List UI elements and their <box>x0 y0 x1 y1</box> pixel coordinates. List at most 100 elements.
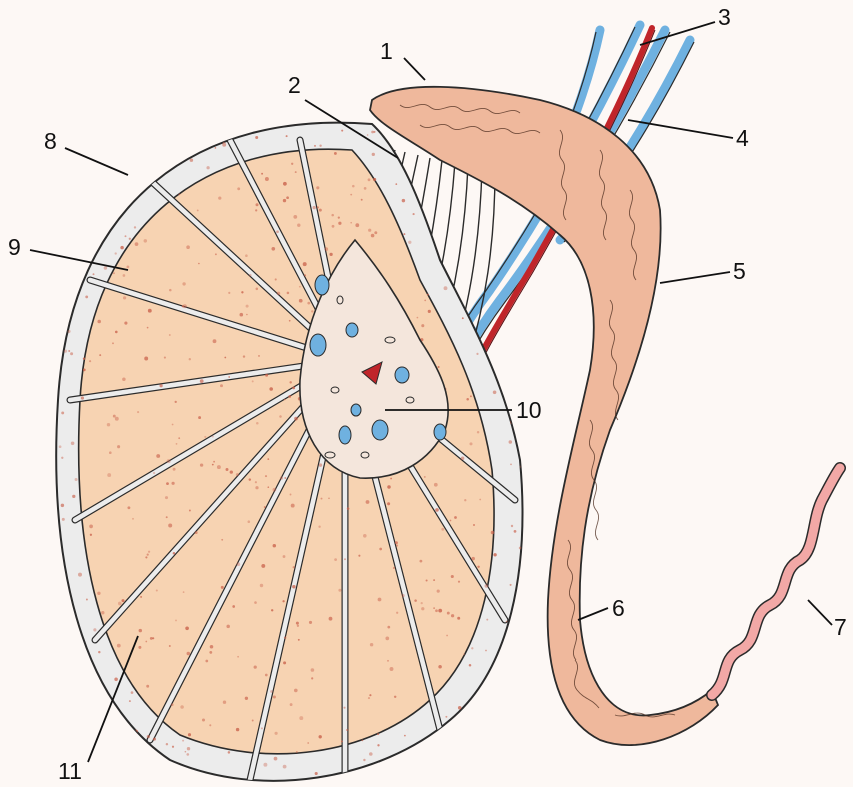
tubule-speckle <box>395 541 398 544</box>
tubule-speckle <box>252 720 254 722</box>
callout-7: 7 <box>834 616 847 639</box>
tubule-speckle <box>179 194 181 196</box>
tubule-speckle <box>315 772 318 775</box>
tubule-speckle <box>255 486 258 489</box>
tubule-speckle <box>200 379 204 383</box>
tubule-speckle <box>135 242 139 246</box>
tubule-speckle <box>156 589 158 591</box>
tubule-speckle <box>476 745 479 748</box>
tubule-speckle <box>78 640 82 644</box>
tubule-speckle <box>246 305 249 308</box>
tubule-speckle <box>256 203 259 206</box>
tubule-speckle <box>123 296 126 299</box>
tubule-speckle <box>240 313 244 317</box>
tubule-speckle <box>236 473 239 476</box>
tubule-speckle <box>138 646 141 649</box>
tubule-speckle <box>189 358 191 360</box>
tubule-speckle <box>200 463 203 466</box>
tubule-speckle <box>284 399 286 401</box>
tubule-speckle <box>186 245 190 249</box>
tubule-speckle <box>509 440 513 444</box>
tubule-speckle <box>275 278 277 280</box>
tubule-speckle <box>494 688 497 691</box>
tubule-speckle <box>421 324 424 327</box>
tubule-speckle <box>457 617 460 620</box>
tubule-speckle <box>424 476 426 478</box>
tubule-speckle <box>296 622 299 625</box>
tubule-speckle <box>447 769 449 771</box>
tubule-speckle <box>284 477 286 479</box>
tubule-speckle <box>317 206 319 208</box>
tubule-speckle <box>70 352 73 355</box>
tubule-speckle <box>118 602 122 606</box>
tubule-speckle <box>145 556 147 558</box>
tubule-speckle <box>228 292 230 294</box>
tubule-speckle <box>298 639 300 641</box>
tubule-speckle <box>377 733 379 735</box>
tubule-speckle <box>85 296 88 299</box>
tubule-speckle <box>248 520 251 523</box>
tubule-speckle <box>122 377 126 381</box>
tubule-speckle <box>299 286 301 288</box>
tubule-speckle <box>98 651 100 653</box>
tubule-speckle <box>209 724 211 726</box>
tubule-speckle <box>435 752 439 756</box>
tubule-speckle <box>525 737 528 740</box>
tubule-speckle <box>355 223 359 227</box>
tubule-speckle <box>454 516 457 519</box>
tubule-speckle <box>129 728 131 730</box>
tubule-speckle <box>447 612 450 615</box>
tubule-speckle <box>198 778 200 780</box>
tubule-speckle <box>413 213 415 215</box>
tubule-speckle <box>368 178 371 181</box>
callout-9: 9 <box>8 236 21 259</box>
tubule-speckle <box>395 183 397 185</box>
tubule-speckle <box>299 299 303 303</box>
tubule-speckle <box>116 723 118 725</box>
tubule-speckle <box>504 343 507 346</box>
tubule-speckle <box>476 353 478 355</box>
tubule-speckle <box>307 302 310 305</box>
tubule-speckle <box>385 637 389 641</box>
tubule-speckle <box>283 555 286 558</box>
tubule-speckle <box>115 331 118 334</box>
tubule-speckle <box>289 381 291 383</box>
tubule-speckle <box>172 424 174 426</box>
tubule-speckle <box>267 486 269 488</box>
tubule-speckle <box>277 292 280 295</box>
tubule-speckle <box>224 357 226 359</box>
tubule-speckle <box>309 621 312 624</box>
tubule-speckle <box>64 641 66 643</box>
tubule-speckle <box>249 274 252 277</box>
tubule-speckle <box>127 506 130 509</box>
tubule-speckle <box>134 226 136 228</box>
tubule-speckle <box>514 530 517 533</box>
tubule-speckle <box>206 166 209 169</box>
tubule-speckle <box>171 703 174 706</box>
tubule-speckle <box>444 286 448 290</box>
tubule-speckle <box>369 752 373 756</box>
tubule-speckle <box>368 229 371 232</box>
tubule-speckle <box>258 355 260 357</box>
callout-11: 11 <box>58 760 82 783</box>
tubule-speckle <box>347 507 350 510</box>
tubule-speckle <box>61 621 65 625</box>
tubule-speckle <box>132 518 134 520</box>
tubule-speckle <box>264 506 266 508</box>
tubule-speckle <box>212 436 214 438</box>
tubule-speckle <box>165 496 168 499</box>
tubule-speckle <box>112 342 114 344</box>
tubule-speckle <box>426 579 428 581</box>
tubule-speckle <box>458 706 462 710</box>
tubule-speckle <box>341 130 343 132</box>
tubule-speckle <box>485 650 487 652</box>
tubule-speckle <box>245 254 248 257</box>
tubule-speckle <box>65 703 68 706</box>
tubule-speckle <box>514 710 516 712</box>
tubule-speckle <box>295 171 297 173</box>
tubule-speckle <box>403 233 405 235</box>
tubule-speckle <box>254 665 257 668</box>
tubule-speckle <box>261 564 265 568</box>
tubule-speckle <box>387 485 390 488</box>
tubule-speckle <box>448 768 451 771</box>
